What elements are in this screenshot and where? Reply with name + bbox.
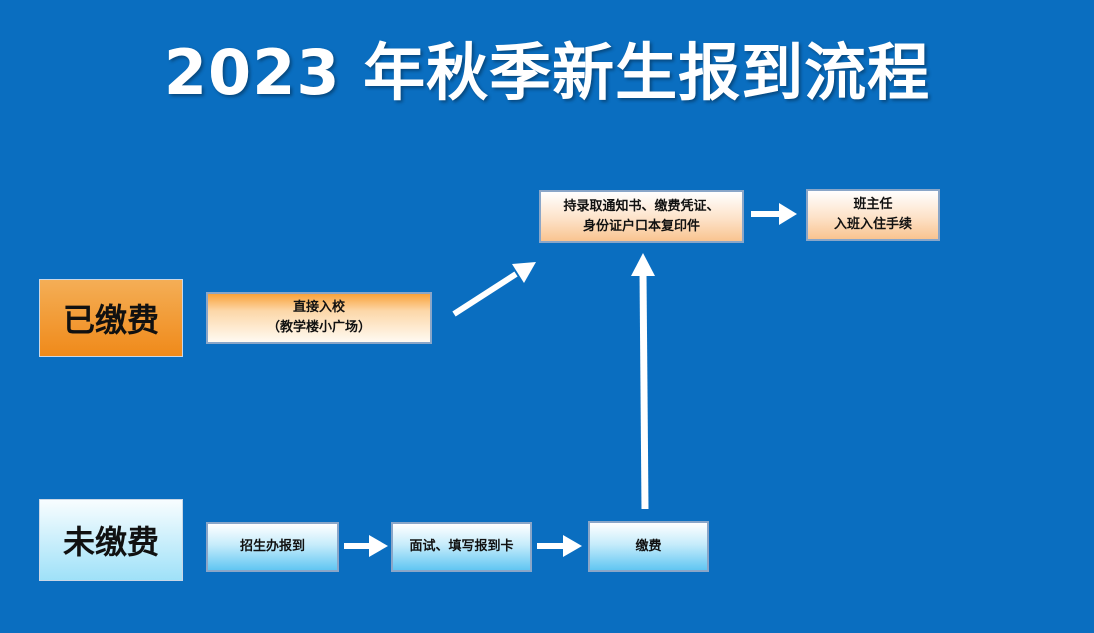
step-class-teacher: 班主任 入班入住手续: [806, 189, 940, 241]
arrow-direct-to-documents: [452, 262, 536, 317]
arrow-fee-to-documents: [631, 253, 655, 510]
unpaid-category-label: 未缴费: [39, 499, 183, 581]
page-title: 2023 年秋季新生报到流程: [163, 36, 931, 109]
arrow-documents-to-teacher: [751, 203, 797, 225]
step-direct-entry: 直接入校 （教学楼小广场）: [206, 292, 432, 344]
step-documents: 持录取通知书、缴费凭证、 身份证户口本复印件: [539, 190, 744, 243]
step-admissions-office-line1: 招生办报到: [239, 539, 305, 554]
step-documents-line1: 持录取通知书、缴费凭证、: [563, 198, 720, 214]
step-interview: 面试、填写报到卡: [391, 522, 532, 572]
arrow-office-to-interview: [344, 535, 388, 557]
paid-category-label: 已缴费: [39, 279, 183, 357]
step-direct-entry-line1: 直接入校: [292, 300, 345, 315]
step-fee-payment-line1: 缴费: [635, 538, 662, 554]
step-class-teacher-line2: 入班入住手续: [833, 217, 912, 232]
step-direct-entry-line2: （教学楼小广场）: [266, 320, 371, 335]
step-admissions-office: 招生办报到: [206, 522, 339, 572]
step-documents-line2: 身份证户口本复印件: [582, 218, 700, 234]
step-class-teacher-line1: 班主任: [853, 197, 893, 212]
step-fee-payment: 缴费: [588, 521, 709, 572]
arrow-interview-to-fee: [537, 535, 582, 557]
step-interview-line1: 面试、填写报到卡: [409, 539, 514, 554]
